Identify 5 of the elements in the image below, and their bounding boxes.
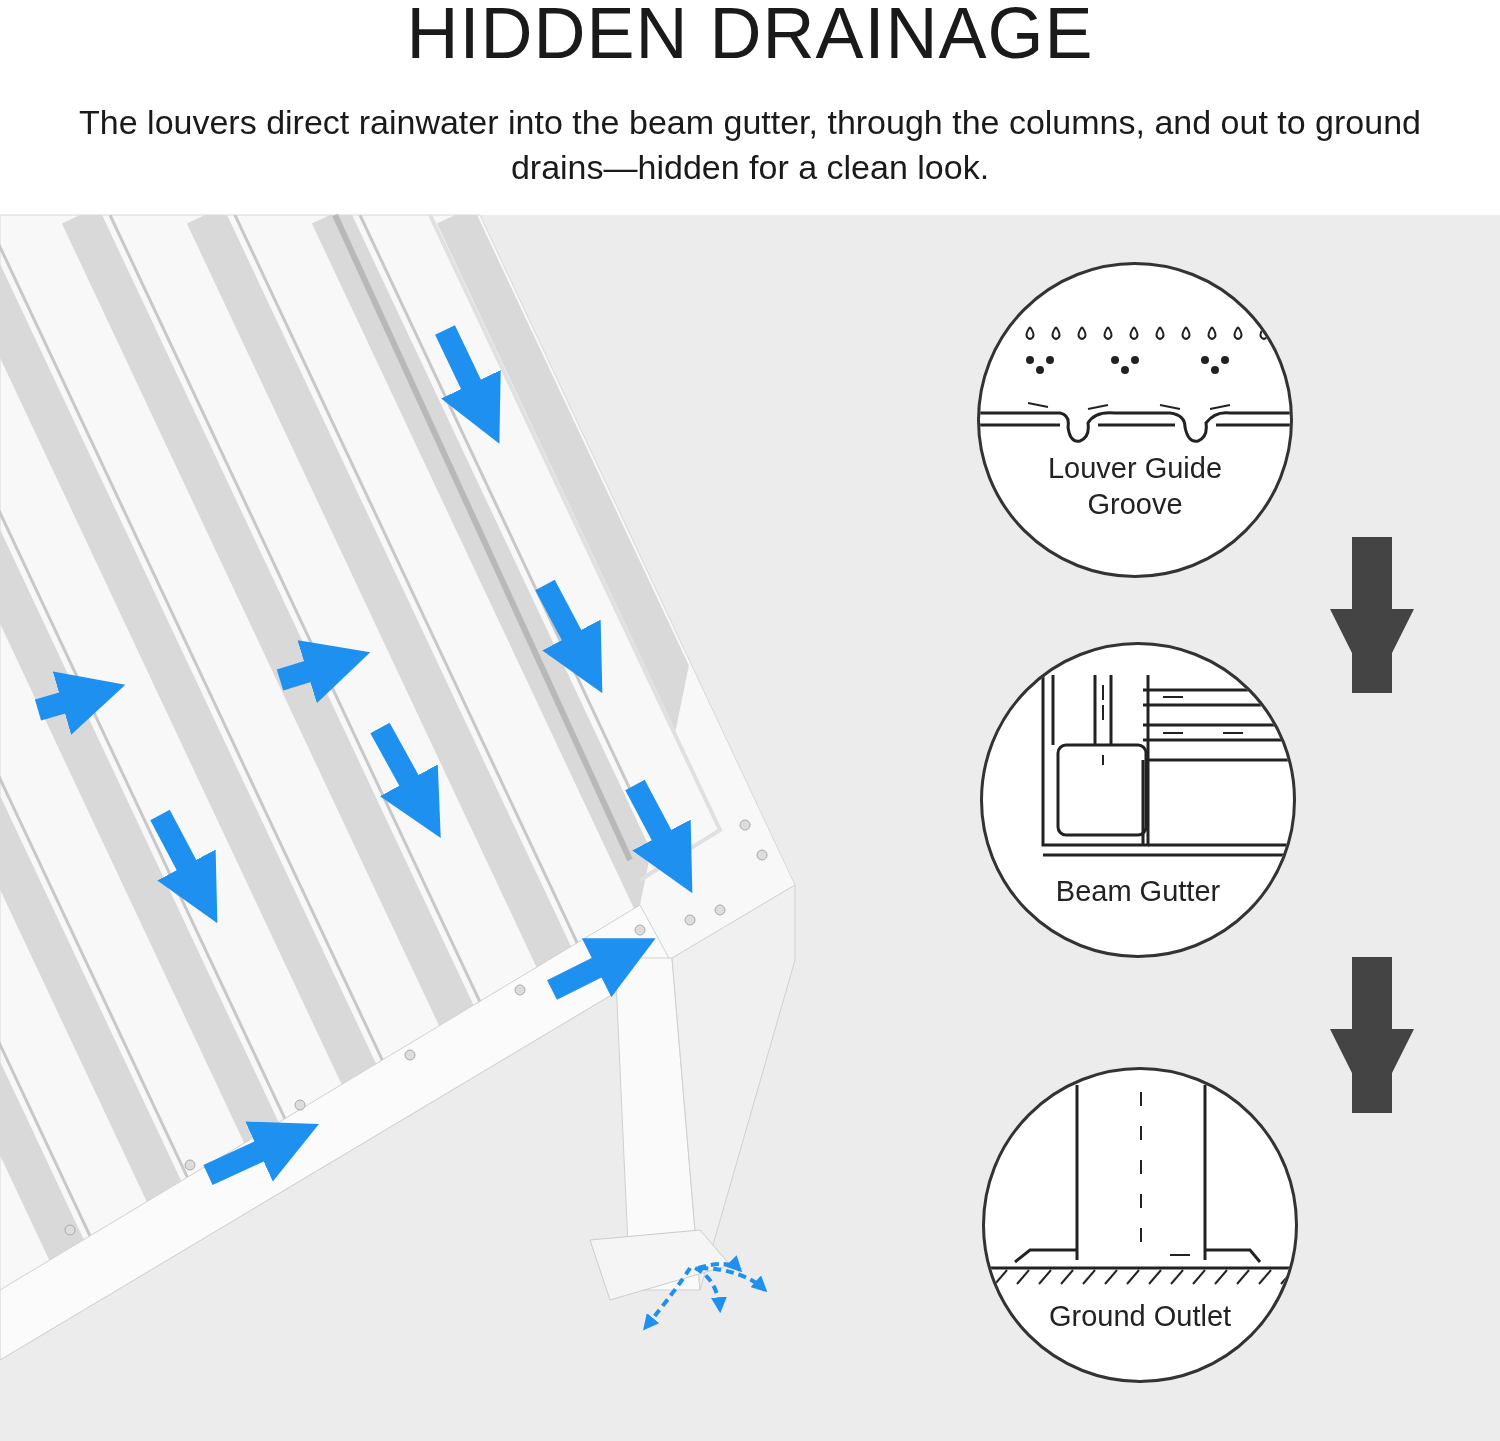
title: HIDDEN DRAINAGE (405, 0, 1095, 74)
circle-label: Louver Guide Groove (1046, 451, 1224, 522)
circle-label: Ground Outlet (1047, 1299, 1233, 1334)
caption: The louvers direct rainwater into the beam gutter, through the columns, and out to ground drains—hidden for a clean look. (78, 102, 1422, 188)
circle-label: Beam Gutter (1054, 874, 1222, 909)
